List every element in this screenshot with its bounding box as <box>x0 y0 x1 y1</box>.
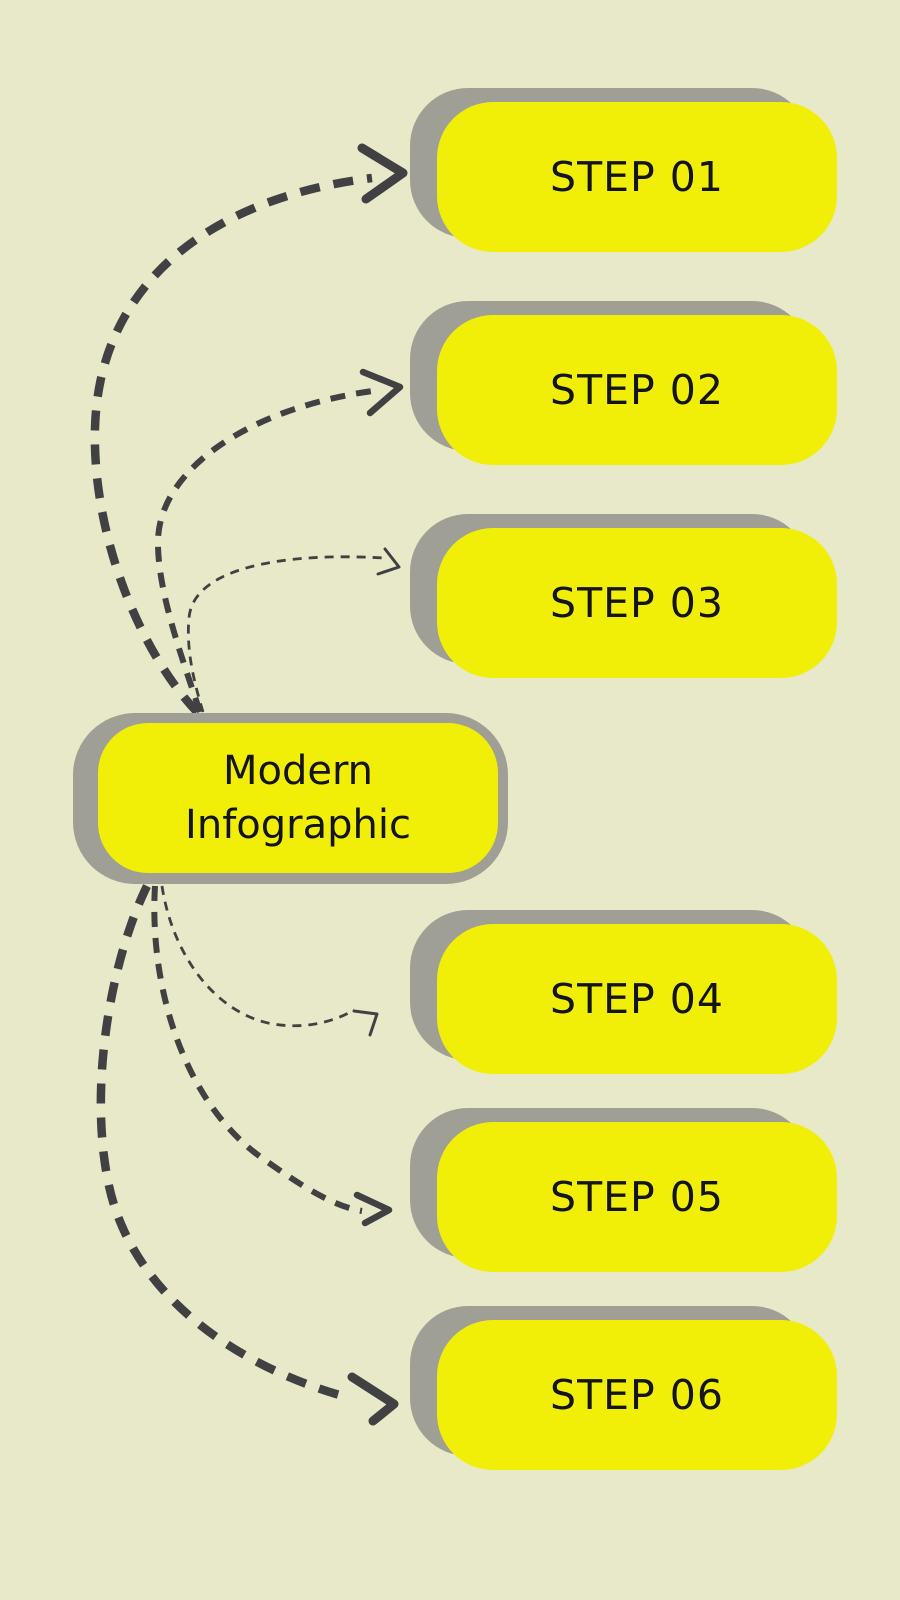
arrow-curve <box>96 884 352 1403</box>
arrow-curve <box>160 885 355 1028</box>
step-card-01: STEP 01 <box>410 88 837 252</box>
step-label: STEP 04 <box>550 975 724 1023</box>
step-card-face: STEP 02 <box>437 315 837 465</box>
arrowhead-icon <box>353 1191 393 1227</box>
step-label: STEP 01 <box>550 153 724 201</box>
step-card-face: STEP 04 <box>437 924 837 1074</box>
step-card-face: STEP 01 <box>437 102 837 252</box>
arrow-to-step-05 <box>151 885 393 1227</box>
step-card-face: STEP 05 <box>437 1122 837 1272</box>
step-label: STEP 06 <box>550 1371 724 1419</box>
center-box: Modern Infographic <box>98 723 498 873</box>
arrowhead-icon <box>357 143 408 204</box>
arrowhead-icon <box>376 547 401 576</box>
step-card-04: STEP 04 <box>410 910 837 1074</box>
arrow-curve <box>187 555 385 713</box>
arrow-to-step-06 <box>96 884 399 1426</box>
center-title-line1: Modern <box>222 748 374 794</box>
step-label: STEP 02 <box>550 366 724 414</box>
arrow-curve <box>154 387 381 713</box>
arrow-to-step-01 <box>90 143 408 715</box>
arrowhead-icon <box>347 1372 399 1426</box>
arrowhead-icon <box>352 1009 379 1037</box>
step-label: STEP 03 <box>550 579 724 627</box>
step-card-face: STEP 06 <box>437 1320 837 1470</box>
arrow-to-step-03 <box>187 547 401 713</box>
step-card-face: STEP 03 <box>437 528 837 678</box>
arrow-curve <box>151 885 363 1214</box>
center-box-shadow: Modern Infographic <box>73 713 508 884</box>
step-card-02: STEP 02 <box>410 301 837 465</box>
arrowhead-icon <box>359 368 404 417</box>
step-card-05: STEP 05 <box>410 1108 837 1272</box>
arrow-curve <box>90 173 373 715</box>
step-card-03: STEP 03 <box>410 514 837 678</box>
step-card-06: STEP 06 <box>410 1306 837 1470</box>
step-label: STEP 05 <box>550 1173 724 1221</box>
arrow-to-step-02 <box>154 368 404 713</box>
center-title-line2: Infographic <box>185 802 411 848</box>
arrow-to-step-04 <box>160 885 379 1037</box>
